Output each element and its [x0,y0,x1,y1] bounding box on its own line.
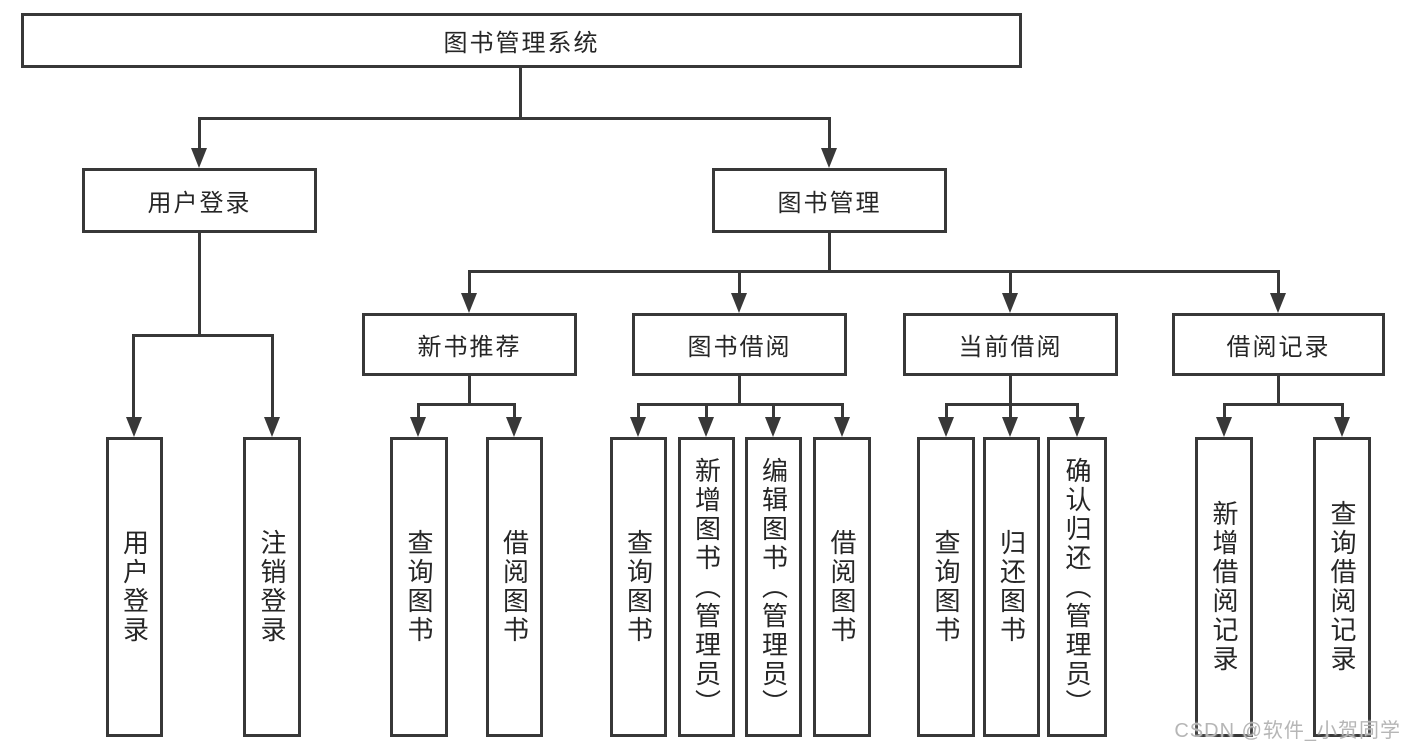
arrow-down-icon [630,417,646,437]
connector-line [417,403,516,406]
arrow-down-icon [834,417,850,437]
connector-line [1009,403,1012,417]
connector-line [1009,270,1012,293]
connector-line [1076,403,1079,417]
arrow-down-icon [1270,293,1286,313]
leaf-query-books-recommend: 查询图书 [390,437,448,737]
watermark: CSDN @软件_小贺同学 [1174,720,1401,742]
leaf-query-borrow-record: 查询借阅记录 [1313,437,1371,737]
connector-line [132,334,274,337]
arrow-down-icon [1002,417,1018,437]
arrow-down-icon [126,417,142,437]
arrow-down-icon [821,148,837,168]
connector-line [1277,376,1280,405]
connector-line [637,403,640,417]
connector-line [468,270,471,293]
arrow-down-icon [698,417,714,437]
connector-line [1223,403,1344,406]
connector-line [705,403,708,417]
node-root: 图书管理系统 [21,13,1022,68]
arrow-down-icon [264,417,280,437]
connector-line [271,334,274,417]
arrow-down-icon [731,293,747,313]
leaf-user-login: 用户登录 [106,437,163,737]
arrow-down-icon [938,417,954,437]
leaf-edit-book-admin: 编辑图书（管理员） [745,437,802,737]
connector-line [519,68,522,118]
arrow-down-icon [506,417,522,437]
node-borrow-records: 借阅记录 [1172,313,1385,376]
leaf-query-books-borrow: 查询图书 [610,437,667,737]
connector-line [198,117,201,148]
connector-line [1341,403,1344,417]
connector-line [945,403,948,417]
node-book-borrow: 图书借阅 [632,313,847,376]
arrow-down-icon [1069,417,1085,437]
leaf-borrow-books: 借阅图书 [813,437,871,737]
leaf-confirm-return-admin: 确认归还（管理员） [1047,437,1107,737]
arrow-down-icon [191,148,207,168]
connector-line [945,403,1079,406]
connector-line [468,376,471,405]
connector-line [828,117,831,148]
node-book-management: 图书管理 [712,168,947,233]
arrow-down-icon [1002,293,1018,313]
connector-line [1277,270,1280,293]
leaf-add-borrow-record: 新增借阅记录 [1195,437,1253,737]
connector-line [198,117,831,120]
connector-line [828,233,831,273]
node-new-book-recommend: 新书推荐 [362,313,577,376]
leaf-add-book-admin: 新增图书（管理员） [678,437,735,737]
arrow-down-icon [765,417,781,437]
connector-line [738,376,741,405]
node-user-login: 用户登录 [82,168,317,233]
leaf-return-book: 归还图书 [983,437,1040,737]
connector-line [738,270,741,293]
arrow-down-icon [410,417,426,437]
connector-line [1009,376,1012,405]
leaf-query-books-current: 查询图书 [917,437,975,737]
connector-line [513,403,516,417]
connector-line [198,233,201,336]
connector-line [1223,403,1226,417]
connector-line [841,403,844,417]
connector-line [637,403,843,406]
connector-line [417,403,420,417]
arrow-down-icon [1216,417,1232,437]
node-current-borrow: 当前借阅 [903,313,1118,376]
connector-line [468,270,1280,273]
arrow-down-icon [461,293,477,313]
leaf-logout: 注销登录 [243,437,301,737]
arrow-down-icon [1334,417,1350,437]
connector-line [772,403,775,417]
leaf-borrow-books-recommend: 借阅图书 [486,437,543,737]
connector-line [132,334,135,417]
